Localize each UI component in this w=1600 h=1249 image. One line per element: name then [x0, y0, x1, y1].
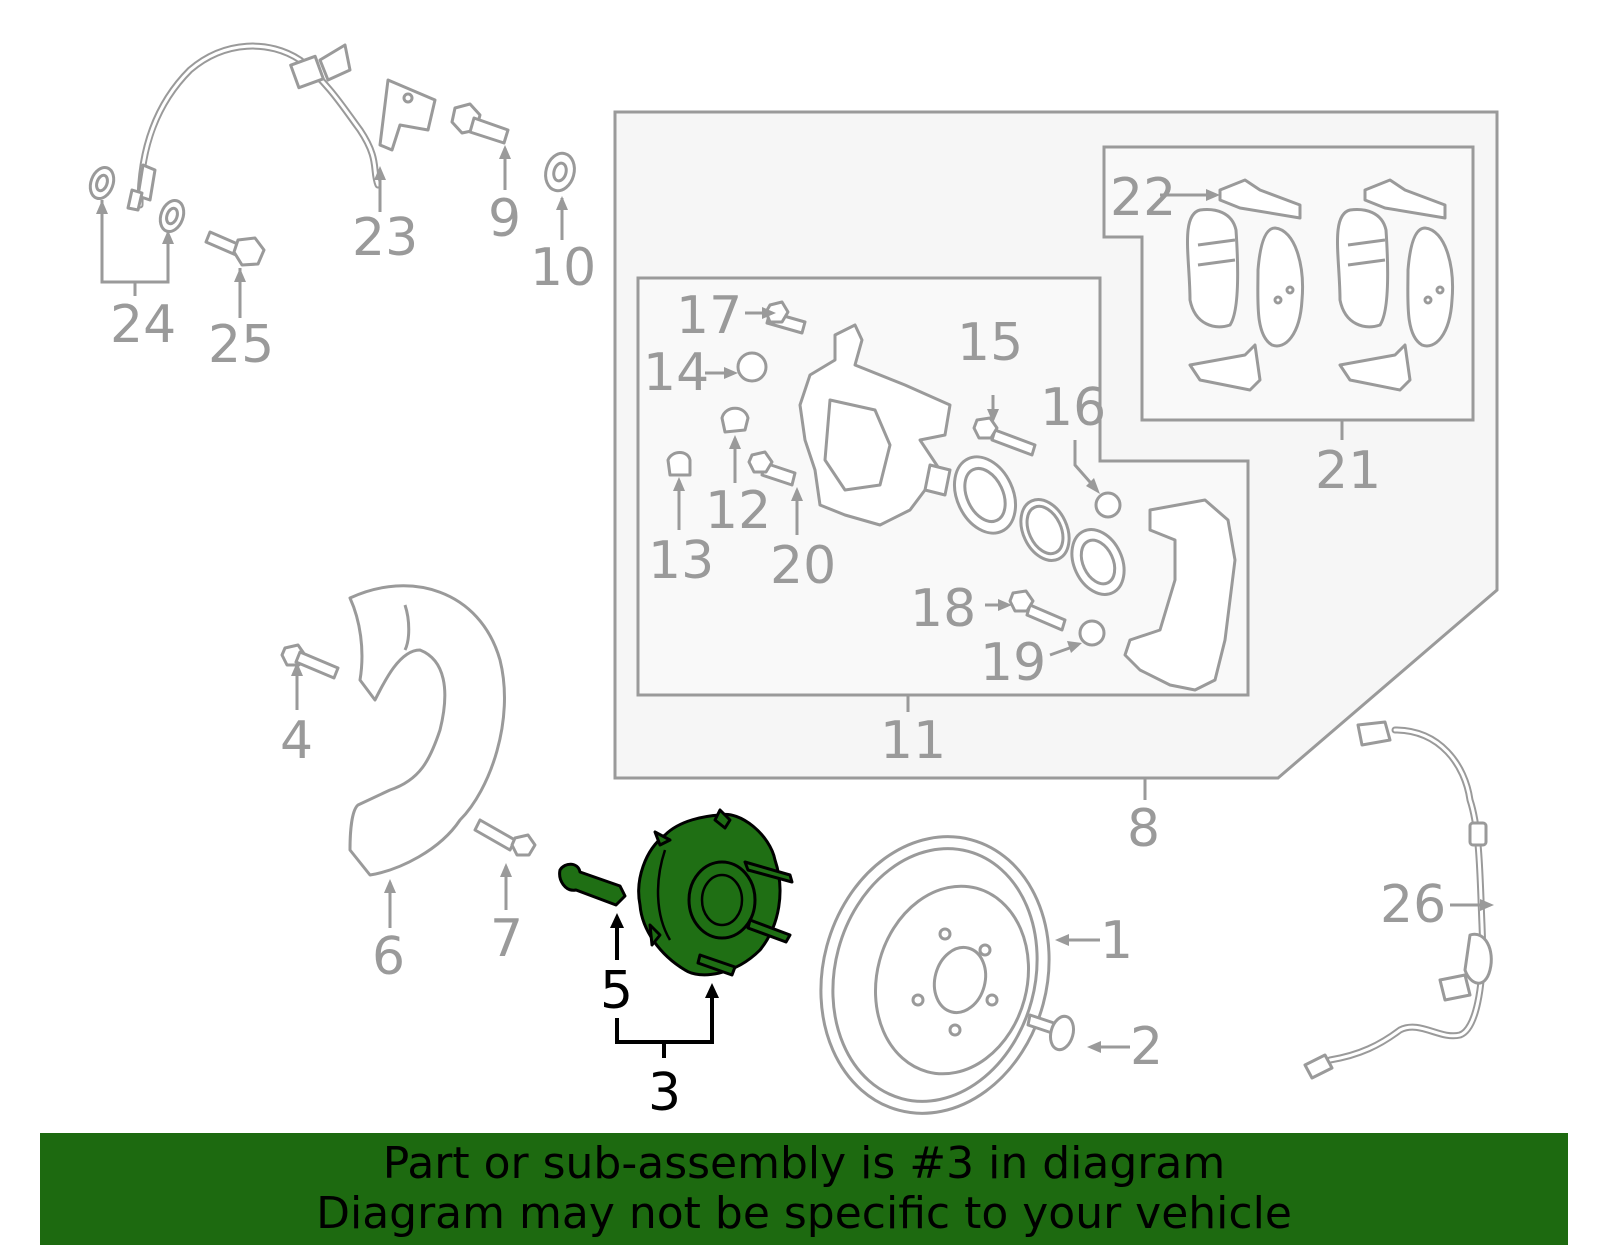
small-caliper-parts	[666, 300, 1122, 647]
callout-26: 26	[1380, 875, 1446, 935]
callout-3: 3	[648, 1063, 681, 1123]
bolt-7	[473, 818, 537, 857]
brake-pads-21	[1186, 208, 1455, 392]
callout-23: 23	[352, 208, 418, 268]
callout-12: 12	[705, 481, 771, 541]
hub-assembly-3	[558, 808, 794, 977]
screw-2	[1026, 1013, 1076, 1052]
callout-22: 22	[1110, 168, 1176, 228]
callout-20: 20	[770, 536, 836, 596]
callout-1: 1	[1100, 911, 1133, 971]
washer-10	[544, 151, 576, 193]
pad-clips-22	[1218, 178, 1447, 220]
callout-13: 13	[648, 531, 714, 591]
callout-21: 21	[1315, 441, 1381, 501]
info-banner: Part or sub-assembly is #3 in diagram Di…	[40, 1133, 1568, 1245]
abs-sensor-26	[1303, 720, 1493, 1080]
callout-10: 10	[530, 238, 596, 298]
brake-rotor-1	[819, 835, 1051, 1115]
caliper-housing	[798, 323, 952, 527]
leader-lines	[96, 145, 1494, 1058]
callout-9: 9	[488, 189, 521, 249]
callout-15: 15	[957, 313, 1023, 373]
piston-and-seals	[953, 455, 1126, 596]
banner-line-1: Part or sub-assembly is #3 in diagram	[382, 1138, 1226, 1189]
bolt-4	[280, 643, 340, 680]
callout-2: 2	[1130, 1017, 1163, 1077]
callout-14: 14	[643, 343, 709, 403]
washer-24	[88, 166, 186, 233]
callout-11: 11	[880, 711, 946, 771]
caliper-bracket	[1123, 498, 1237, 692]
callout-4: 4	[280, 711, 313, 771]
callout-17: 17	[676, 286, 742, 346]
banner-line-2: Diagram may not be specific to your vehi…	[316, 1188, 1292, 1239]
callout-5: 5	[600, 961, 633, 1021]
callout-25: 25	[208, 315, 274, 375]
callout-18: 18	[910, 579, 976, 639]
callout-19: 19	[980, 633, 1046, 693]
abs-wire-23	[126, 42, 437, 212]
callout-6: 6	[372, 927, 405, 987]
dust-shield-6	[348, 584, 506, 877]
bolt-9	[450, 102, 510, 145]
callout-24: 24	[110, 295, 176, 355]
bolt-25	[204, 230, 266, 267]
callout-16: 16	[1040, 378, 1106, 438]
callout-7: 7	[490, 909, 523, 969]
callout-8: 8	[1127, 799, 1160, 859]
